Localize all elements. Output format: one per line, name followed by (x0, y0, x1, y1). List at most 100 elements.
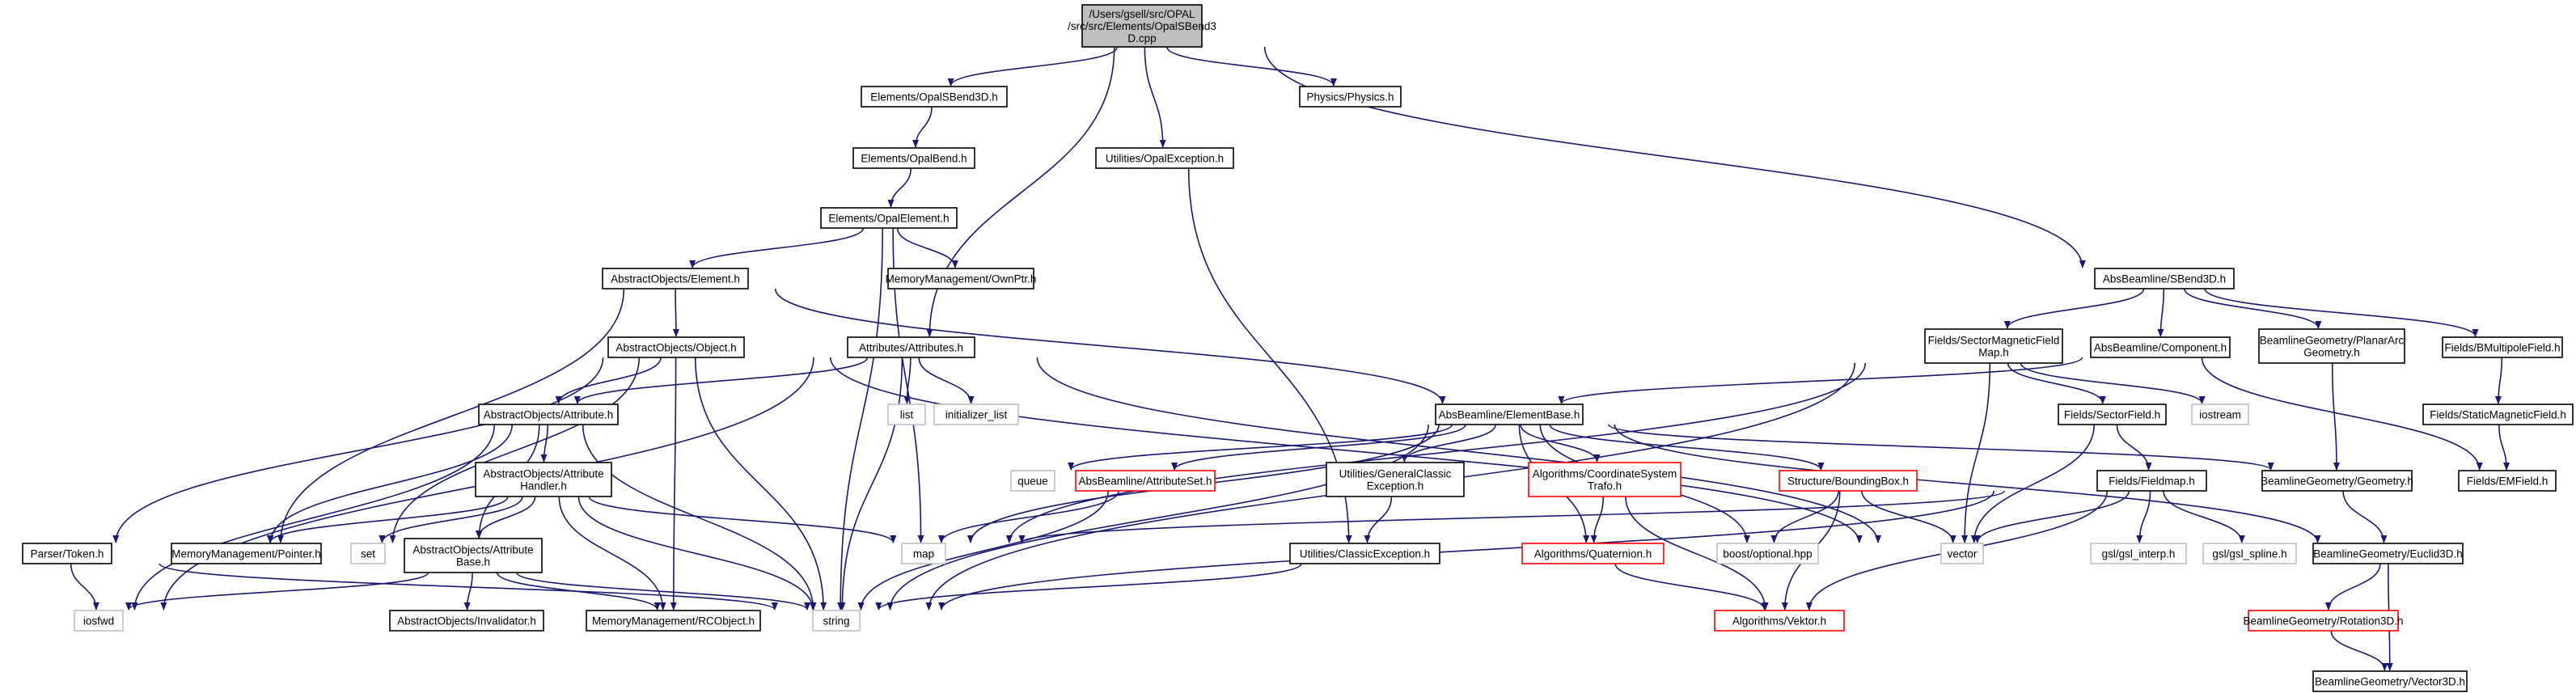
node-label: Fields/StaticMagneticField.h (2430, 409, 2566, 421)
edge-sectormagfieldmap_h-to-vector (1961, 362, 1991, 543)
node-euclid3d_h[interactable]: BeamlineGeometry/Euclid3D.h (2312, 543, 2464, 564)
node-sbend3d_h[interactable]: AbsBeamline/SBend3D.h (2094, 268, 2235, 289)
node-opalbend_h[interactable]: Elements/OpalBend.h (852, 147, 975, 169)
edge-sectormagfieldmap_h-to-iostream (2020, 362, 2206, 404)
node-sectorfield_h[interactable]: Fields/SectorField.h (2058, 404, 2167, 425)
edge-attributes_h-to-attribute_h (573, 357, 869, 404)
edge-root-to-opalexception_h (1144, 46, 1166, 148)
node-label: iosfwd (83, 615, 114, 628)
node-box (607, 336, 745, 358)
edge-opalelement_h-to-string (837, 227, 883, 611)
node-rotation3d_h[interactable]: BeamlineGeometry/Rotation3D.h (2243, 610, 2404, 632)
node-box (74, 610, 124, 632)
node-opalelement_h[interactable]: Elements/OpalElement.h (820, 207, 958, 229)
edge-root-to-sbend3d_h (1263, 46, 2086, 268)
node-map[interactable]: map (901, 543, 946, 564)
edge-planararcgeom_h-to-geometry_h (2331, 362, 2340, 471)
node-label: map (913, 548, 934, 560)
node-token_h[interactable]: Parser/Token.h (22, 543, 112, 564)
node-component_h[interactable]: AbsBeamline/Component.h (2090, 336, 2231, 358)
node-invalidator_h[interactable]: AbstractObjects/Invalidator.h (389, 610, 544, 632)
node-queue[interactable]: queue (1010, 470, 1055, 492)
node-fieldmap_h[interactable]: Fields/Fieldmap.h (2096, 470, 2207, 492)
edge-attrhandler_h-to-attrbase_h (475, 496, 536, 539)
node-box (1075, 470, 1216, 492)
node-label: BeamlineGeometry/Rotation3D.h (2243, 615, 2403, 628)
edge-fieldmap_h-to-gslinterp (2136, 490, 2151, 543)
node-ownptr_h[interactable]: MemoryManagement/OwnPtr.h (886, 268, 1037, 289)
edge-fieldmap_h-to-map (1018, 490, 2006, 543)
node-box (1940, 543, 1984, 564)
node-label: AbstractObjects/Element.h (611, 273, 740, 285)
edge-elementbase_h-to-euclid3d_h (1614, 424, 2321, 543)
node-label: AbsBeamline/ElementBase.h (1439, 409, 1580, 421)
node-list[interactable]: list (887, 404, 926, 425)
node-initializer_list[interactable]: initializer_list (933, 404, 1019, 425)
node-attributes_h[interactable]: Attributes/Attributes.h (847, 336, 975, 358)
node-iosfwd[interactable]: iosfwd (74, 610, 124, 632)
node-box (1095, 147, 1234, 169)
node-boostoptional[interactable]: boost/optional.hpp (1716, 543, 1819, 564)
node-bmultipole_h[interactable]: Fields/BMultipoleField.h (2442, 336, 2563, 358)
node-staticmagfield_h[interactable]: Fields/StaticMagneticField.h (2422, 404, 2574, 425)
node-set[interactable]: set (350, 543, 386, 564)
node-physics_h[interactable]: Physics/Physics.h (1299, 86, 1402, 108)
edge-elementbase_h-to-queue (1068, 424, 1453, 471)
edge-object_h-to-attribute_h (555, 357, 662, 404)
node-element_h[interactable]: AbstractObjects/Element.h (602, 268, 749, 289)
node-gslinterp[interactable]: gsl/gsl_interp.h (2090, 543, 2187, 564)
edge-bmultipole_h-to-staticmagfield_h (2494, 357, 2503, 404)
node-gslspline[interactable]: gsl/gsl_spline.h (2202, 543, 2297, 564)
node-geometry_h[interactable]: BeamlineGeometry/Geometry.h (2261, 470, 2413, 492)
node-box (2090, 336, 2231, 358)
node-vector[interactable]: vector (1940, 543, 1984, 564)
node-box (350, 543, 386, 564)
node-attribute_h[interactable]: AbstractObjects/Attribute.h (478, 404, 619, 425)
node-label: BeamlineGeometry/Geometry.h (2261, 475, 2413, 488)
node-opalexception_h[interactable]: Utilities/OpalException.h (1095, 147, 1234, 169)
node-iostream[interactable]: iostream (2191, 404, 2249, 425)
node-label: Handler.h (520, 480, 567, 492)
node-box (2058, 404, 2167, 425)
node-elementbase_h[interactable]: AbsBeamline/ElementBase.h (1435, 404, 1584, 425)
node-box (1289, 543, 1440, 564)
node-emfield_h[interactable]: Fields/EMField.h (2458, 470, 2557, 492)
node-label: iostream (2199, 409, 2241, 421)
edge-root-to-physics_h (1166, 46, 1337, 87)
edge-object_h-to-rcobject_h (670, 357, 677, 611)
node-box (1299, 86, 1402, 108)
edge-attrhandler_h-to-set (379, 496, 523, 543)
node-label: Algorithms/Quaternion.h (1534, 548, 1652, 560)
node-label: Elements/OpalSBend3D.h (870, 91, 998, 104)
node-label: AbstractObjects/Attribute.h (484, 409, 614, 421)
node-label: Trafo.h (1588, 480, 1622, 492)
node-attributeset_h[interactable]: AbsBeamline/AttributeSet.h (1075, 470, 1216, 492)
edge-component_h-to-emfield_h (2201, 357, 2483, 471)
node-label: BeamlineGeometry/Vector3D.h (2315, 676, 2465, 688)
node-vektor_h[interactable]: Algorithms/Vektor.h (1714, 610, 1845, 632)
node-rcobject_h[interactable]: MemoryManagement/RCObject.h (586, 610, 761, 632)
node-string[interactable]: string (812, 610, 861, 632)
node-box (171, 543, 322, 564)
node-root[interactable]: /Users/gsell/src/OPAL/src/src/Elements/O… (1068, 4, 1216, 48)
edge-attribute_h-to-pointer_h (267, 424, 513, 543)
edge-attrhandler_h-to-string (577, 496, 817, 611)
node-vector3d_h[interactable]: BeamlineGeometry/Vector3D.h (2312, 670, 2468, 692)
node-boundingbox_h[interactable]: Structure/BoundingBox.h (1779, 470, 1918, 492)
node-label: gsl/gsl_interp.h (2102, 548, 2176, 560)
node-object_h[interactable]: AbstractObjects/Object.h (607, 336, 745, 358)
edge-opalsbend3d_h-to-opalbend_h (912, 106, 933, 148)
node-box (933, 404, 1019, 425)
node-box (475, 462, 612, 497)
node-opalsbend3d_h[interactable]: Elements/OpalSBend3D.h (861, 86, 1008, 108)
node-label: MemoryManagement/RCObject.h (592, 615, 755, 628)
node-pointer_h[interactable]: MemoryManagement/Pointer.h (171, 543, 322, 564)
node-classicexc_h[interactable]: Utilities/ClassicException.h (1289, 543, 1440, 564)
node-quaternion_h[interactable]: Algorithms/Quaternion.h (1521, 543, 1664, 564)
